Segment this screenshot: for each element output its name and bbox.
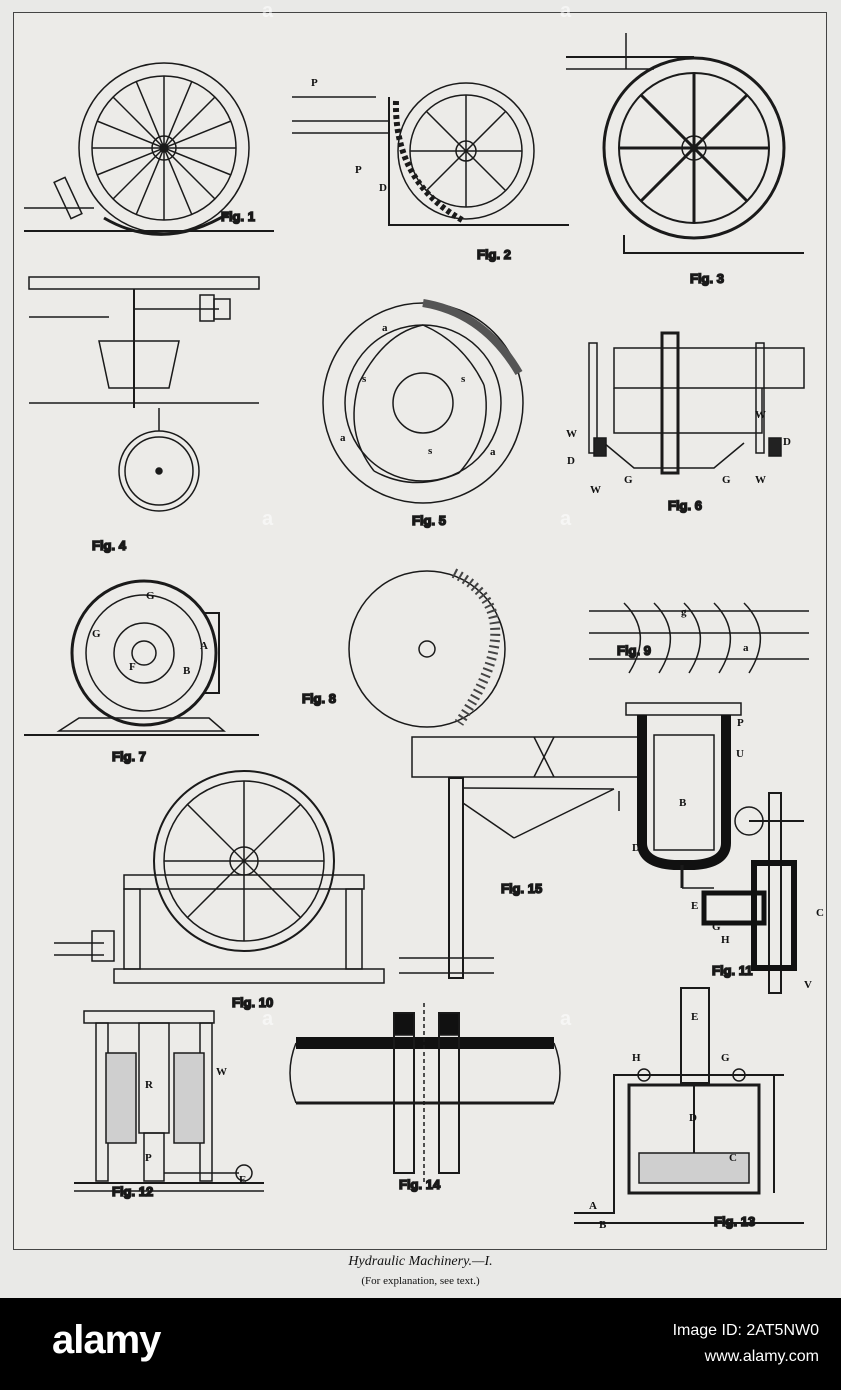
- letter-s-fig5-right: s: [461, 373, 466, 385]
- fig12-label: Fig. 12: [112, 1184, 153, 1199]
- letter-g-fig7: G: [146, 590, 155, 602]
- letter-a-fig13: A: [589, 1200, 597, 1212]
- fig8-wheel-disc: [348, 568, 506, 728]
- letter-a-fig5-right: a: [490, 446, 496, 458]
- fig2-breast-wheel: [292, 82, 569, 226]
- fig13-accumulator-cylinder: [574, 987, 804, 1224]
- letter-s-fig5-bottom: s: [428, 445, 433, 457]
- letter-w-fig6-right: W: [755, 474, 766, 486]
- letter-h-fig13: H: [632, 1052, 641, 1064]
- letter-d-fig13: D: [689, 1112, 697, 1124]
- letter-c-fig11: C: [816, 907, 824, 919]
- letter-c-fig13: C: [729, 1152, 737, 1164]
- letter-b-fig11: B: [679, 797, 687, 809]
- fig10-label: Fig. 10: [232, 995, 273, 1010]
- letter-u-fig11: U: [736, 748, 744, 760]
- fig7-label: Fig. 7: [112, 749, 146, 764]
- letter-h-fig11: H: [721, 934, 730, 946]
- fig12-hydraulic-press: [74, 1010, 264, 1192]
- letter-g-fig9: g: [681, 606, 687, 618]
- fig6-label: Fig. 6: [668, 498, 702, 513]
- caption-title: Hydraulic Machinery.—I.: [348, 1254, 493, 1269]
- letter-a-fig5-left: a: [340, 432, 346, 444]
- letter-b-fig7: B: [183, 665, 191, 677]
- letter-p-fig12: P: [145, 1152, 152, 1164]
- caption-subtitle: (For explanation, see text.): [361, 1275, 480, 1287]
- letter-b-fig13: B: [599, 1219, 607, 1231]
- fig11-label: Fig. 11: [712, 963, 752, 978]
- letter-g-fig13: G: [721, 1052, 730, 1064]
- letter-p-fig11: P: [737, 717, 744, 729]
- watermark-mark: a: [560, 1008, 572, 1030]
- watermark-mark: a: [262, 1008, 274, 1030]
- fig11-valve-mechanism: [625, 702, 804, 994]
- fig5-turbine-plan: [322, 299, 524, 504]
- letter-p-fig2: P: [311, 77, 318, 89]
- plate-caption: Hydraulic Machinery.—I. (For explanation…: [0, 1254, 841, 1287]
- watermark-mark: a: [262, 0, 274, 22]
- letter-a-fig7: A: [200, 640, 208, 652]
- letter-w-fig6: W: [755, 409, 766, 421]
- letter-d-fig6: D: [783, 436, 791, 448]
- fig9-label: Fig. 9: [617, 643, 651, 658]
- scanned-page: Fig. 1 Fig. 2 Fig. 3 Fig. 4 Fig. 5 Fig. …: [0, 0, 841, 1298]
- letter-s-fig5-left: s: [362, 373, 367, 385]
- letter-g-fig6: G: [624, 474, 633, 486]
- letter-d-fig6-left: D: [567, 455, 575, 467]
- letter-w-fig6-left: W: [566, 428, 577, 440]
- letter-d-fig2: D: [379, 182, 387, 194]
- fig3-overshot-wheel: [566, 33, 804, 254]
- letter-g-fig7-left: G: [92, 628, 101, 640]
- fig1-undershot-wheel: [24, 62, 274, 236]
- letter-r-fig12: R: [145, 1079, 154, 1091]
- fig3-label: Fig. 3: [690, 271, 724, 286]
- fig5-label: Fig. 5: [412, 513, 446, 528]
- hydraulic-machinery-engravings: Fig. 1 Fig. 2 Fig. 3 Fig. 4 Fig. 5 Fig. …: [24, 33, 824, 1231]
- letter-a-fig5-top: a: [382, 322, 388, 334]
- fig10-pelton-wheel: [54, 770, 385, 984]
- fig14-label: Fig. 14: [399, 1177, 441, 1192]
- fig7-turbine-casing: [24, 579, 259, 736]
- letter-w-fig6-bottom: W: [590, 484, 601, 496]
- fig15-hydraulic-crane: [399, 736, 643, 979]
- alamy-logo[interactable]: alamy: [52, 1318, 161, 1362]
- letter-g-fig6-right: G: [722, 474, 731, 486]
- letter-g-fig11: G: [712, 921, 721, 933]
- letter-e-fig11: E: [691, 900, 698, 912]
- watermark-mark: a: [560, 508, 572, 530]
- fig1-label: Fig. 1: [221, 209, 255, 224]
- letter-f-fig7: F: [129, 661, 136, 673]
- letter-e-fig13: E: [691, 1011, 698, 1023]
- fig4-label: Fig. 4: [92, 538, 127, 553]
- watermark-mark: a: [262, 508, 274, 530]
- fig15-label: Fig. 15: [501, 881, 542, 896]
- fig8-label: Fig. 8: [302, 691, 336, 706]
- fig13-label: Fig. 13: [714, 1214, 755, 1229]
- letter-p-fig2b: P: [355, 164, 362, 176]
- letter-d-fig11: D: [632, 842, 640, 854]
- letter-e-fig12: E: [239, 1174, 246, 1186]
- illustration-plate: Fig. 1 Fig. 2 Fig. 3 Fig. 4 Fig. 5 Fig. …: [13, 12, 827, 1250]
- fig9-blade-detail: [589, 602, 809, 674]
- stock-footer-bar: [0, 1298, 841, 1390]
- letter-w-fig12: W: [216, 1066, 227, 1078]
- watermark-mark: a: [560, 0, 572, 22]
- letter-v-fig11: V: [804, 979, 812, 991]
- fig6-turbine-section: [588, 331, 805, 475]
- image-id-text: Image ID: 2AT5NW0: [672, 1322, 819, 1339]
- fig2-label: Fig. 2: [477, 247, 511, 262]
- stock-site-link[interactable]: www.alamy.com: [704, 1348, 819, 1365]
- fig14-pipe-coupling: [289, 1003, 561, 1183]
- letter-a-fig9: a: [743, 642, 749, 654]
- fig4-barkers-mill: [28, 276, 260, 512]
